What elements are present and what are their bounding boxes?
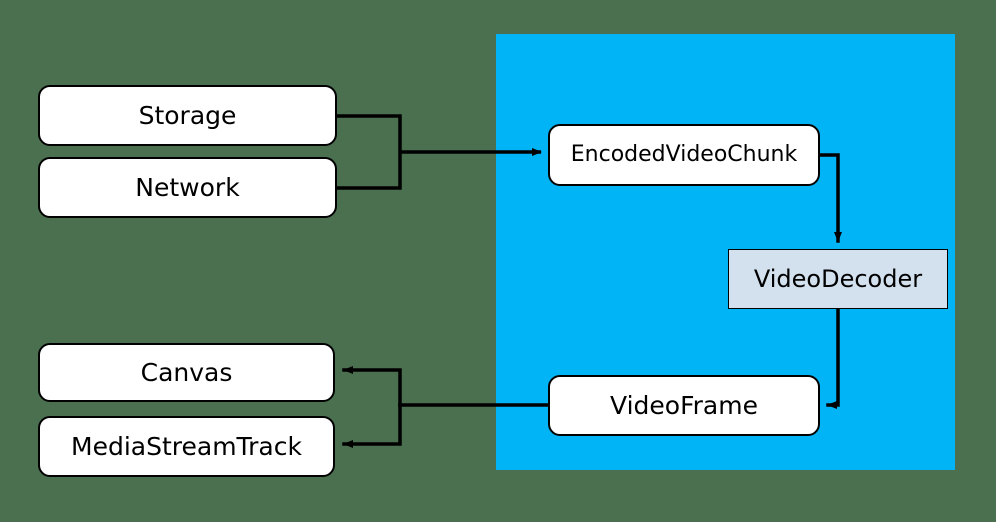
node-video-frame-label: VideoFrame [610, 390, 758, 420]
node-video-decoder-label: VideoDecoder [753, 264, 923, 293]
node-encoded-video-chunk[interactable]: EncodedVideoChunk [548, 124, 820, 186]
edge-video-decoder-to-video-frame [826, 307, 840, 409]
edge-encoded-video-chunk-to-video-decoder [818, 153, 842, 243]
edge-video-frame-to-sinks [342, 366, 550, 448]
node-media-stream-track-label: MediaStreamTrack [71, 431, 302, 461]
node-network[interactable]: Network [38, 157, 337, 218]
node-video-decoder[interactable]: VideoDecoder [728, 249, 948, 309]
node-canvas[interactable]: Canvas [38, 343, 335, 402]
node-media-stream-track[interactable]: MediaStreamTrack [38, 416, 335, 477]
edge-sources-to-encoded-video-chunk [335, 114, 542, 190]
node-network-label: Network [135, 172, 240, 202]
node-canvas-label: Canvas [140, 357, 233, 387]
node-encoded-video-chunk-label: EncodedVideoChunk [570, 141, 798, 167]
node-storage-label: Storage [138, 100, 237, 130]
node-storage[interactable]: Storage [38, 85, 337, 146]
node-video-frame[interactable]: VideoFrame [548, 375, 820, 436]
